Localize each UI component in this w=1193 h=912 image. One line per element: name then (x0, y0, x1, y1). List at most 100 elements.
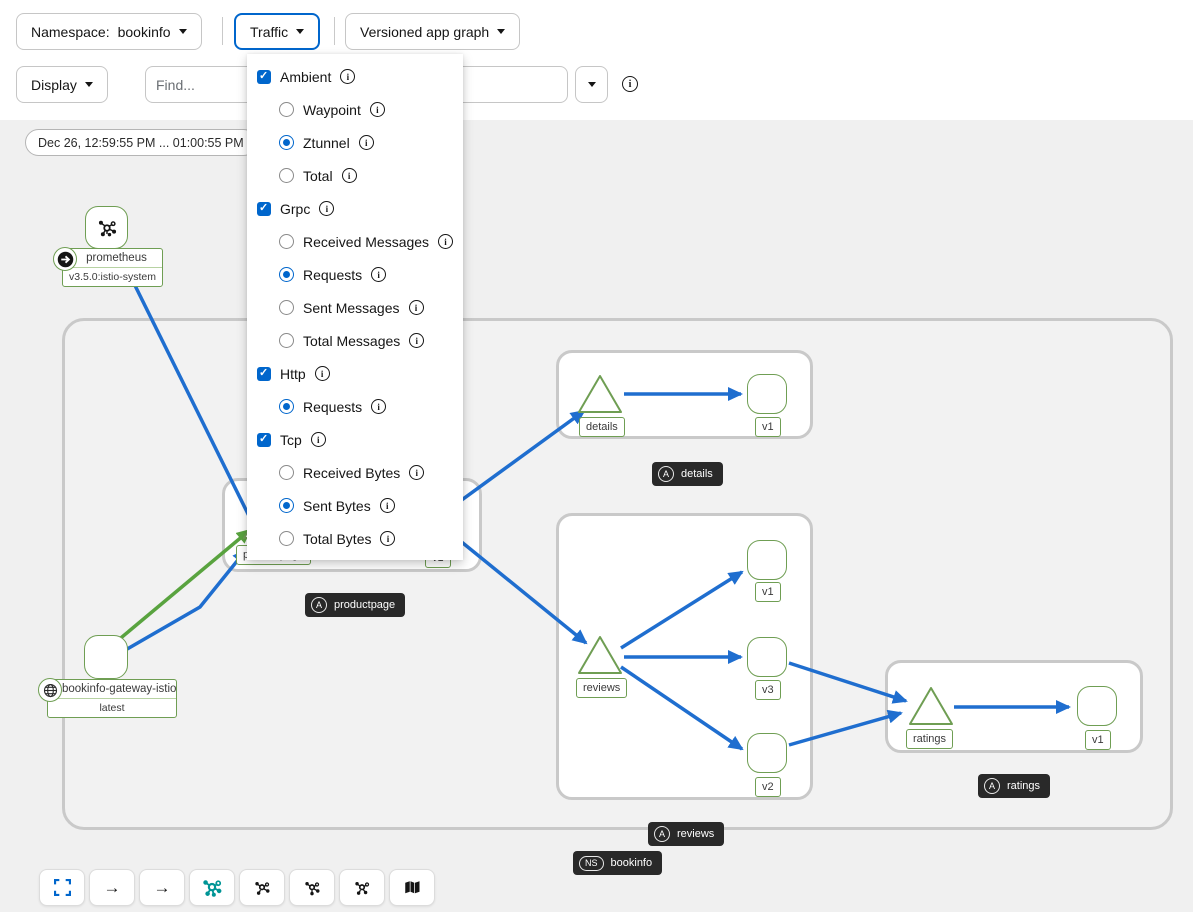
app-badge-productpage: A productpage (305, 593, 406, 617)
traffic-option-ambient-total[interactable]: Total i (247, 159, 463, 192)
service-label-details: details (579, 417, 625, 437)
chevron-down-icon (84, 82, 93, 87)
version-label-reviews-v1: v1 (755, 582, 781, 602)
app-badge-ratings: A ratings (978, 774, 1051, 798)
workload-node-details-v1[interactable] (747, 374, 787, 414)
traffic-option-grpc-requests[interactable]: Requests i (247, 258, 463, 291)
namespace-badge: NS bookinfo (573, 851, 663, 875)
info-icon[interactable]: i (408, 300, 424, 315)
info-icon[interactable]: i (379, 498, 395, 513)
service-node-reviews[interactable] (578, 636, 622, 674)
app-icon: A (654, 826, 670, 842)
radio-icon[interactable] (279, 102, 294, 117)
traffic-option-grpc-total[interactable]: Total Messages i (247, 324, 463, 357)
gateway-label-box[interactable]: bookinfo-gateway-istio latest (38, 678, 177, 718)
traffic-option-tcp-sent[interactable]: Sent Bytes i (247, 489, 463, 522)
traffic-option-waypoint[interactable]: Waypoint i (247, 93, 463, 126)
traffic-option-ambient[interactable]: Ambient i (247, 60, 463, 93)
edge-reviews-v1[interactable] (620, 570, 744, 650)
info-icon[interactable]: i (622, 76, 638, 92)
edge-reviews-v2-down[interactable] (620, 665, 744, 751)
checkbox-checked-icon[interactable] (257, 432, 271, 447)
namespace-value: bookinfo (117, 23, 171, 40)
display-dropdown[interactable]: Display (16, 66, 108, 103)
radio-selected-icon[interactable] (279, 498, 294, 513)
traffic-option-grpc[interactable]: Grpc i (247, 192, 463, 225)
traffic-option-tcp[interactable]: Tcp i (247, 423, 463, 456)
app-icon: A (658, 466, 674, 482)
traffic-option-grpc-received[interactable]: Received Messages i (247, 225, 463, 258)
legend-button[interactable] (389, 869, 435, 906)
edge-prometheus-productpage[interactable] (111, 240, 252, 519)
info-icon[interactable]: i (319, 201, 335, 216)
workload-node-prometheus[interactable] (85, 206, 128, 249)
info-icon[interactable]: i (380, 531, 396, 546)
info-icon[interactable]: i (310, 432, 326, 447)
time-range-label: Dec 26, 12:59:55 PM ... 01:00:55 PM (25, 129, 257, 156)
radio-selected-icon[interactable] (279, 267, 294, 282)
radio-icon[interactable] (279, 168, 294, 183)
checkbox-checked-icon[interactable] (257, 366, 271, 381)
traffic-option-http[interactable]: Http i (247, 357, 463, 390)
graph-icon (305, 881, 320, 895)
workload-node-reviews-v1[interactable] (747, 540, 787, 580)
edge-v3-ratings[interactable] (788, 661, 908, 704)
app-badge-details: A details (652, 462, 723, 486)
version-label-ratings-v1: v1 (1085, 730, 1111, 750)
graph-pane[interactable]: prometheus v3.5.0:istio-system bookinfo-… (0, 120, 1193, 912)
radio-icon[interactable] (279, 234, 294, 249)
traffic-option-grpc-sent[interactable]: Sent Messages i (247, 291, 463, 324)
app-icon: A (984, 778, 1000, 794)
info-icon[interactable]: i (314, 366, 330, 381)
find-options-button[interactable] (575, 66, 608, 103)
edge-gateway-productpage-http[interactable] (114, 528, 252, 644)
traffic-option-http-requests[interactable]: Requests i (247, 390, 463, 423)
info-icon[interactable]: i (438, 234, 454, 249)
service-node-ratings[interactable] (909, 687, 953, 725)
radio-selected-icon[interactable] (279, 135, 294, 150)
checkbox-checked-icon[interactable] (257, 69, 271, 84)
graph-layout-button-2[interactable] (239, 869, 285, 906)
service-node-details[interactable] (578, 375, 622, 413)
radio-icon[interactable] (279, 531, 294, 546)
info-icon[interactable]: i (409, 465, 425, 480)
layout-arrow-button-2[interactable]: → (139, 869, 185, 906)
layout-arrow-button-1[interactable]: → (89, 869, 135, 906)
info-icon[interactable]: i (341, 168, 357, 183)
graph-layout-button-3[interactable] (289, 869, 335, 906)
traffic-option-tcp-received[interactable]: Received Bytes i (247, 456, 463, 489)
edge-gateway-productpage-tcp[interactable] (121, 548, 248, 654)
globe-icon (38, 678, 62, 702)
traffic-dropdown[interactable]: Traffic (234, 13, 321, 50)
expand-icon (53, 879, 71, 896)
version-label-reviews-v3: v3 (755, 680, 781, 700)
checkbox-checked-icon[interactable] (257, 201, 271, 216)
graph-layout-button-active[interactable] (189, 869, 235, 906)
traffic-option-tcp-total[interactable]: Total Bytes i (247, 522, 463, 555)
fit-to-screen-button[interactable] (39, 869, 85, 906)
graph-type-dropdown[interactable]: Versioned app graph (345, 13, 521, 50)
arrow-right-icon: → (103, 877, 121, 897)
top-toolbar: Namespace: bookinfo Traffic Versioned ap… (0, 0, 1193, 120)
radio-selected-icon[interactable] (279, 399, 294, 414)
workload-node-gateway[interactable] (84, 635, 128, 679)
workload-node-reviews-v3[interactable] (747, 637, 787, 677)
radio-icon[interactable] (279, 300, 294, 315)
info-icon[interactable]: i (409, 333, 425, 348)
info-icon[interactable]: i (371, 399, 387, 414)
prometheus-label-box[interactable]: prometheus v3.5.0:istio-system (53, 247, 163, 287)
info-icon[interactable]: i (369, 102, 385, 117)
radio-icon[interactable] (279, 465, 294, 480)
info-icon[interactable]: i (371, 267, 387, 282)
info-icon[interactable]: i (340, 69, 356, 84)
graph-layout-button-4[interactable] (339, 869, 385, 906)
mesh-icon (98, 220, 116, 236)
map-icon (405, 880, 420, 893)
edge-v2-ratings[interactable] (788, 709, 903, 747)
workload-node-ratings-v1[interactable] (1077, 686, 1117, 726)
radio-icon[interactable] (279, 333, 294, 348)
namespace-dropdown[interactable]: Namespace: bookinfo (16, 13, 202, 50)
workload-node-reviews-v2[interactable] (747, 733, 787, 773)
traffic-option-ztunnel[interactable]: Ztunnel i (247, 126, 463, 159)
info-icon[interactable]: i (358, 135, 374, 150)
